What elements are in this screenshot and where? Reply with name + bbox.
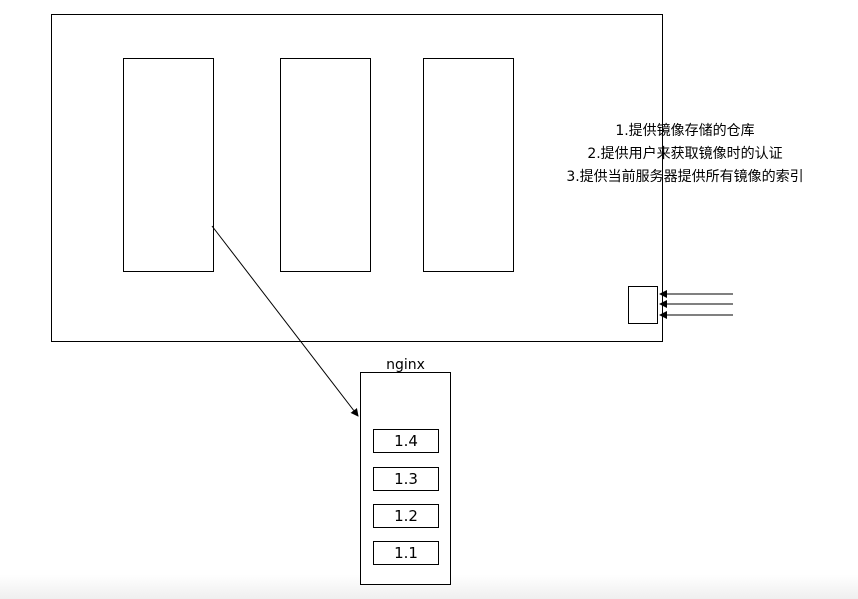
version-box: 1.1 <box>373 541 439 565</box>
note-line-2: 2.提供用户来获取镜像时的认证 <box>587 146 783 162</box>
container-box-2 <box>280 58 371 272</box>
note-line-3: 3.提供当前服务器提供所有镜像的索引 <box>566 169 804 185</box>
version-box: 1.4 <box>373 429 439 453</box>
version-box: 1.3 <box>373 467 439 491</box>
registry-notes: 1.提供镜像存储的仓库 2.提供用户来获取镜像时的认证 3.提供当前服务器提供所… <box>540 120 830 189</box>
version-box: 1.2 <box>373 504 439 528</box>
container-box-1 <box>123 58 214 272</box>
note-line-1: 1.提供镜像存储的仓库 <box>615 123 755 139</box>
nginx-label: nginx <box>386 357 425 373</box>
server-frame <box>51 14 663 342</box>
registry-port-box <box>628 286 658 324</box>
container-box-3 <box>423 58 514 272</box>
pull-arrow <box>211 225 359 417</box>
